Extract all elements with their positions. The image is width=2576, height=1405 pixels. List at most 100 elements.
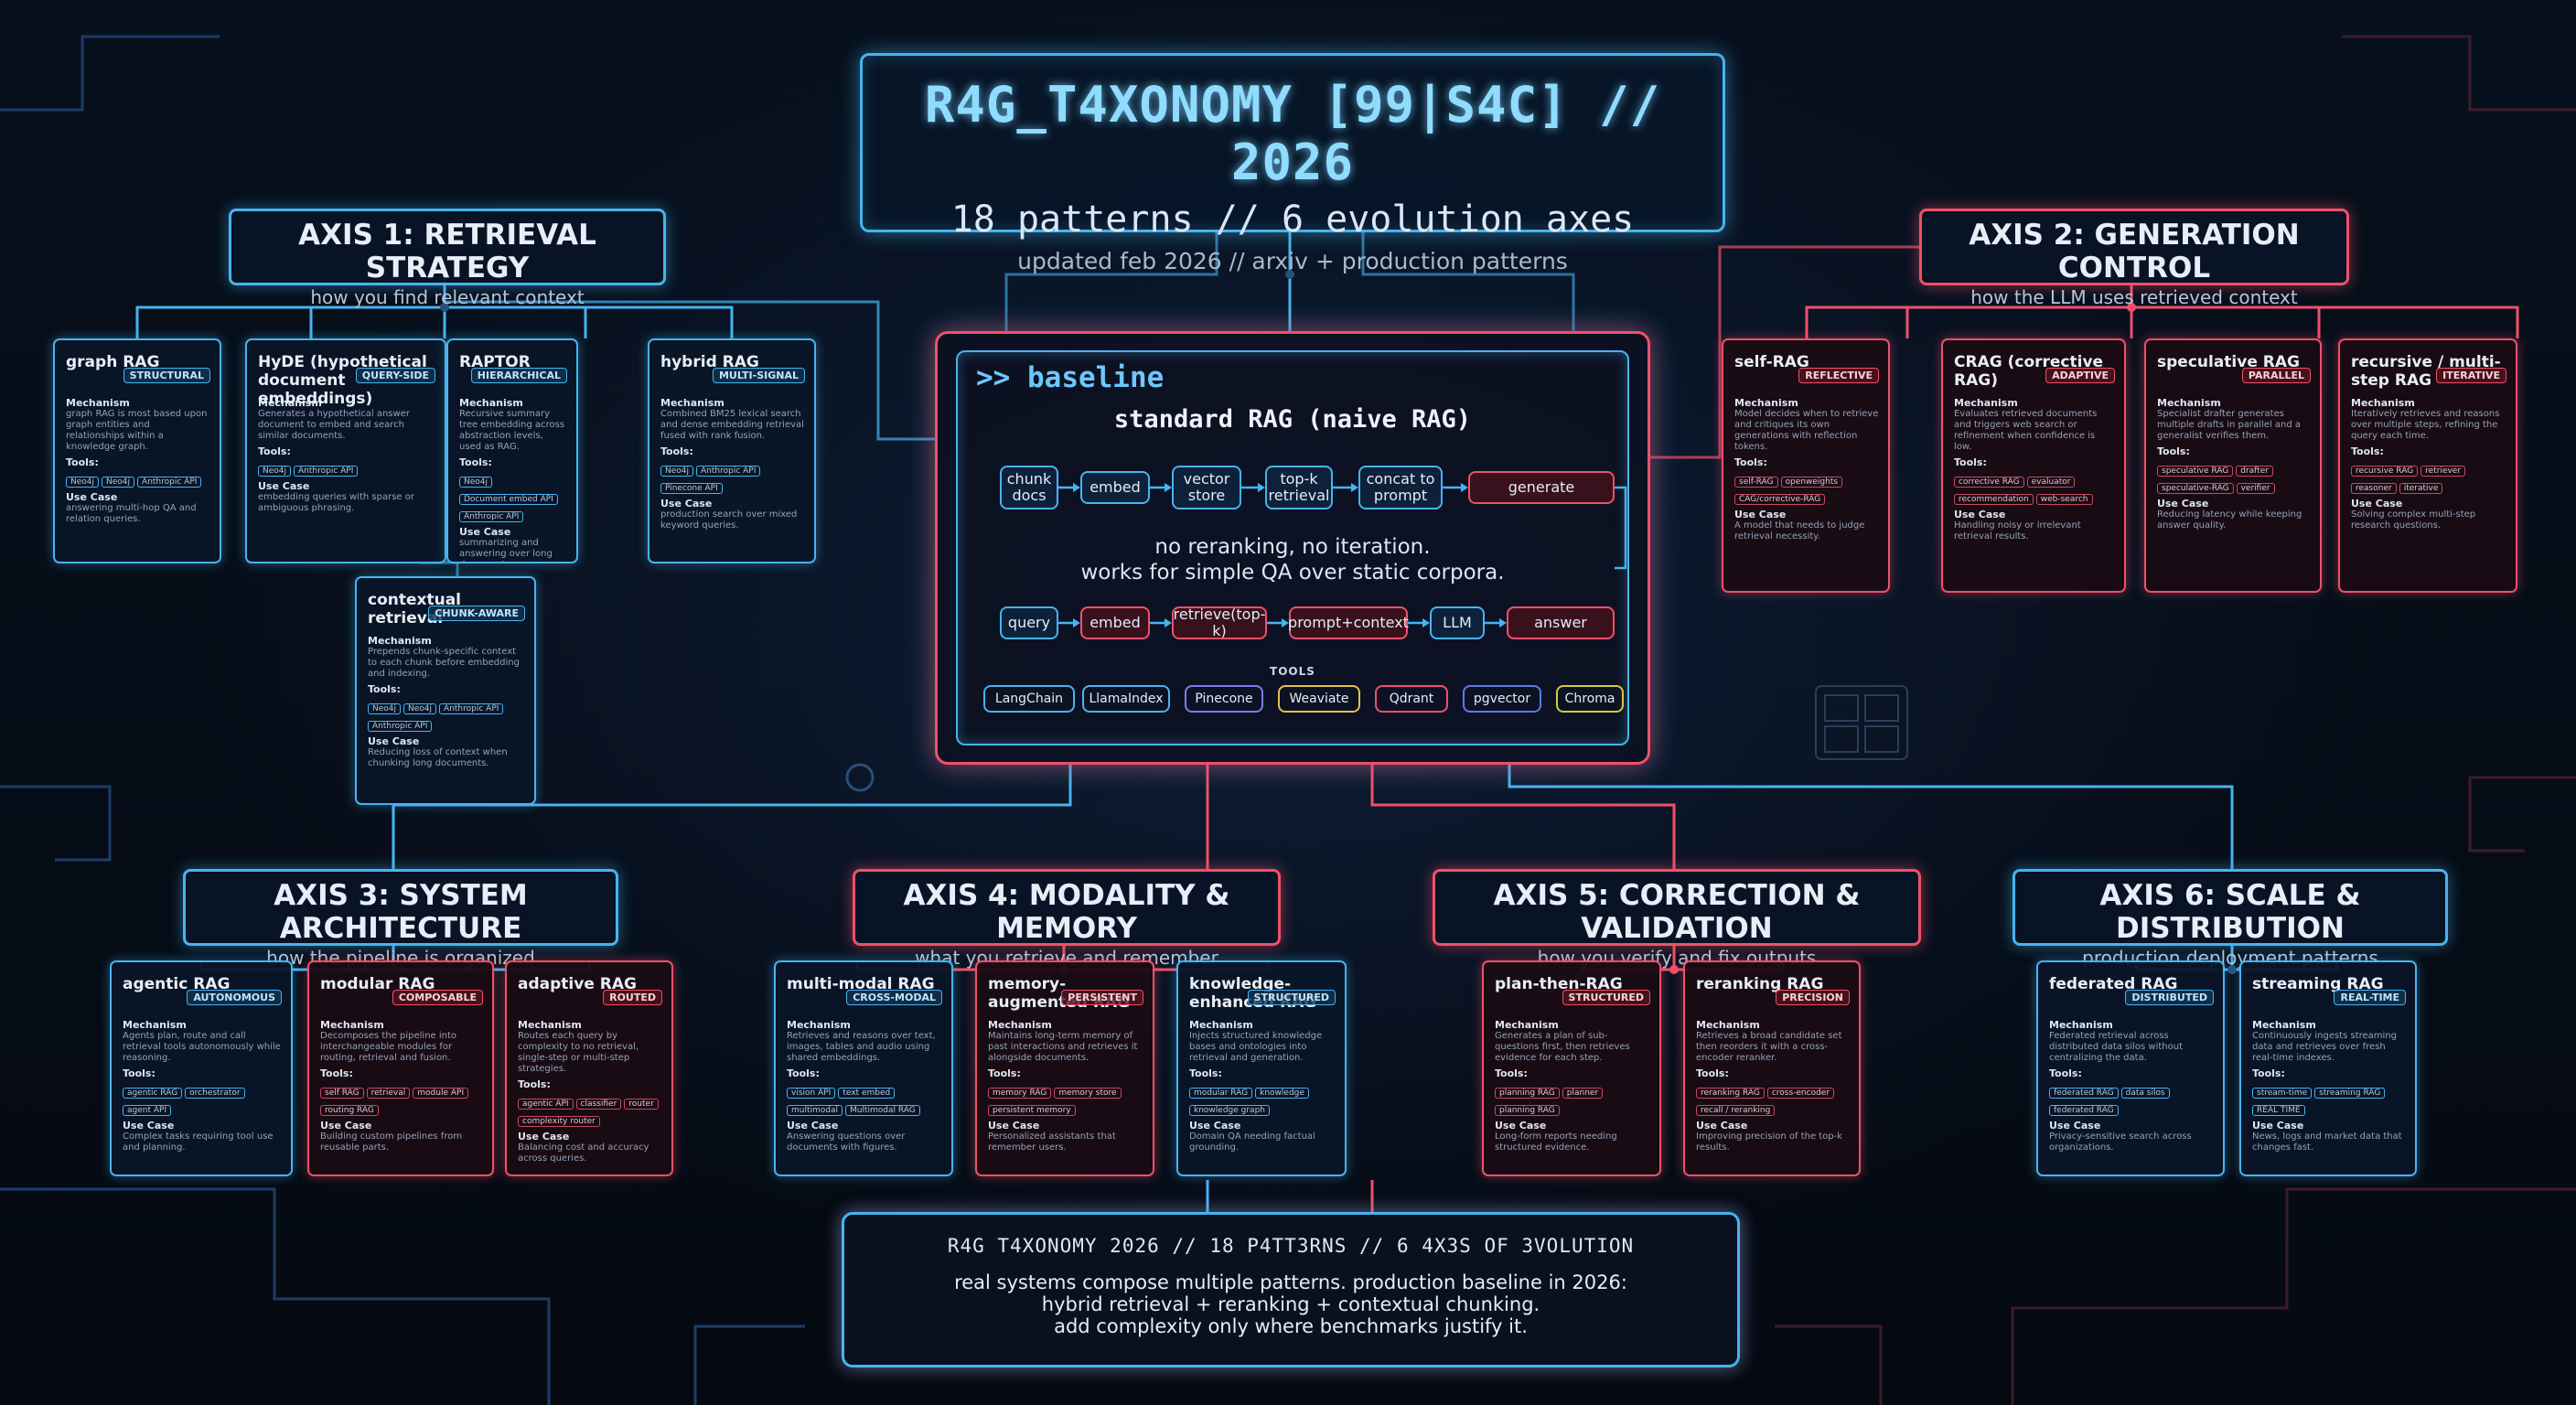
mechanism-label: Mechanism: [320, 1019, 384, 1031]
tool-tag: Neo4j: [660, 466, 694, 477]
tools-label: Tools:: [258, 445, 291, 457]
card-badge: COMPOSABLE: [392, 990, 483, 1005]
tool-tag: modular RAG: [1189, 1088, 1253, 1099]
tool-tag: Neo4j: [258, 466, 292, 477]
pipeline-arrows: [1058, 483, 1627, 627]
tools-label: Tools:: [66, 456, 99, 468]
card-title: agentic RAG: [123, 975, 231, 993]
use-case-text: Long-form reports needing structured evi…: [1495, 1132, 1617, 1153]
tool-tag: speculative RAG: [2157, 466, 2234, 477]
card-badge: REFLECTIVE: [1798, 368, 1879, 383]
axis-2-header: AXIS 2: GENERATION CONTROL how the LLM u…: [1919, 209, 2349, 308]
tool-tag: corrective RAG: [1954, 477, 2024, 488]
axis-3-header: AXIS 3: SYSTEM ARCHITECTURE how the pipe…: [183, 869, 618, 969]
mechanism-text: Recursive summary tree embedding across …: [459, 409, 565, 452]
tools-label: Tools:: [1495, 1067, 1528, 1079]
use-case-text: News, logs and market data that changes …: [2252, 1132, 2402, 1153]
tool-tag: planner: [1562, 1088, 1604, 1099]
tool-tag: self-RAG: [1734, 477, 1778, 488]
tools-label: Tools:: [1696, 1067, 1729, 1079]
use-case-label: Use Case: [258, 480, 310, 492]
use-case-text: summarizing and answering over long docu…: [459, 538, 553, 562]
tool-tag: router: [624, 1099, 659, 1110]
card-badge: ADAPTIVE: [2045, 368, 2115, 383]
footer-title: R4G T4XONOMY 2026 // 18 P4TT3RNS // 6 4X…: [947, 1235, 1635, 1257]
card-title: self-RAG: [1734, 353, 1809, 371]
axis-4-header: AXIS 4: MODALITY & MEMORY what you retri…: [853, 869, 1281, 969]
card-badge: PARALLEL: [2241, 368, 2311, 383]
tool-tag: streaming RAG: [2314, 1088, 2386, 1099]
baseline-inner-frame: [956, 350, 1629, 745]
tool-tag: openweights: [1780, 477, 1843, 488]
tool-tag: data silos: [2120, 1088, 2170, 1099]
use-case-label: Use Case: [66, 491, 118, 503]
tool-tag: recommendation: [1954, 494, 2034, 505]
tool-chip-weaviate: Weaviate: [1278, 685, 1360, 713]
tool-tag: stream-time: [2252, 1088, 2313, 1099]
footer-line-2: hybrid retrieval + reranking + contextua…: [1041, 1293, 1540, 1315]
card-title: reranking RAG: [1696, 975, 1824, 993]
use-case-label: Use Case: [2252, 1120, 2304, 1132]
tool-tag: evaluator: [2026, 477, 2076, 488]
use-case-text: Reducing loss of context when chunking l…: [368, 747, 508, 768]
tool-tag: federated RAG: [2049, 1105, 2119, 1116]
tool-tag: text embed: [838, 1088, 896, 1099]
card-badge: CROSS-MODAL: [846, 990, 942, 1005]
tools-label: Tools:: [2157, 445, 2190, 457]
use-case-label: Use Case: [368, 735, 420, 747]
card-badge: QUERY-SIDE: [355, 368, 435, 383]
mechanism-text: Prepends chunk-specific context to each …: [368, 647, 520, 679]
tool-tag: Anthropic API: [137, 477, 202, 488]
tool-tag: recursive RAG: [2351, 466, 2419, 477]
axis-title: AXIS 1: RETRIEVAL STRATEGY: [298, 219, 596, 284]
axis-6-header: AXIS 6: SCALE & DISTRIBUTION production …: [2012, 869, 2448, 969]
tools-label: Tools:: [368, 683, 401, 695]
tool-tag: Neo4j: [368, 703, 402, 714]
card-title: multi-modal RAG: [787, 975, 935, 993]
axis-subtitle: how you find relevant context: [310, 286, 585, 308]
card-title: CRAG (corrective RAG): [1954, 353, 2104, 390]
axis-subtitle: how the LLM uses retrieved context: [1970, 286, 2298, 308]
card-badge: REAL-TIME: [2334, 990, 2406, 1005]
mechanism-label: Mechanism: [2157, 397, 2221, 409]
tool-tag: verifier: [2236, 483, 2275, 494]
use-case-label: Use Case: [459, 526, 511, 538]
tool-tag: Anthropic API: [439, 703, 504, 714]
pipeline-step-generate: generate: [1468, 471, 1615, 504]
use-case-text: Answering questions over documents with …: [787, 1132, 906, 1153]
mechanism-label: Mechanism: [123, 1019, 187, 1031]
card-badge: STRUCTURAL: [123, 368, 210, 383]
pipeline-step-concat: concat to prompt: [1358, 466, 1443, 509]
tool-tag: Pinecone API: [660, 483, 723, 494]
footer-panel: R4G T4XONOMY 2026 // 18 P4TT3RNS // 6 4X…: [842, 1212, 1740, 1367]
updated-note: updated feb 2026 // arxiv + production p…: [1017, 248, 1568, 274]
tool-tag: classifier: [575, 1099, 622, 1110]
use-case-label: Use Case: [2157, 498, 2209, 509]
baseline-note-2: works for simple QA over static corpora.: [1080, 561, 1505, 585]
tool-tag: cross-encoder: [1766, 1088, 1835, 1099]
mechanism-text: Iteratively retrieves and reasons over m…: [2351, 409, 2500, 441]
card-badge: AUTONOMOUS: [187, 990, 282, 1005]
mechanism-label: Mechanism: [2252, 1019, 2316, 1031]
tool-tag: reranking RAG: [1696, 1088, 1765, 1099]
tool-tag: retriever: [2420, 466, 2466, 477]
